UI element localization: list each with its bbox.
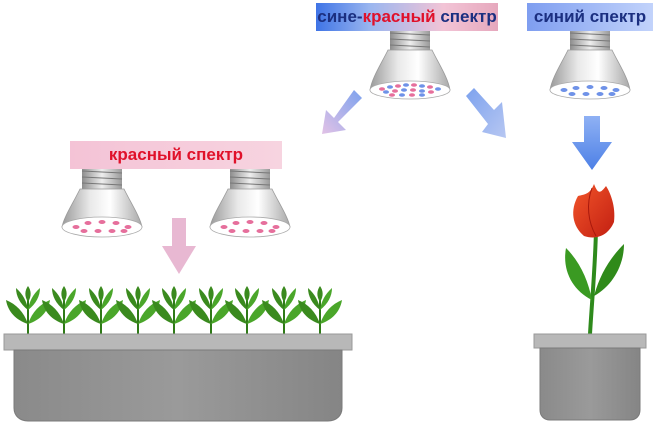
led-dots-red-1 <box>72 220 132 233</box>
planter-box <box>3 333 353 422</box>
seedling <box>262 286 306 334</box>
seedling <box>116 286 160 334</box>
bulb-red-spectrum-2 <box>209 165 291 238</box>
flower-pot <box>533 333 647 421</box>
arrow-down-right-icon <box>466 88 506 138</box>
tulip <box>565 184 624 335</box>
arrow-down-left-icon <box>322 90 362 134</box>
led-dots-blue <box>560 85 620 96</box>
seedling <box>152 286 196 334</box>
seedling <box>6 286 50 334</box>
bulb-mixed-spectrum <box>369 28 451 100</box>
blue-spectrum-label: синий спектр <box>527 3 653 31</box>
mixed-label-prefix: сине- <box>317 7 363 26</box>
mixed-label-suffix: спектр <box>435 7 497 26</box>
seedling <box>42 286 86 334</box>
seedling <box>225 286 269 334</box>
mixed-label-red-word: красный <box>362 7 436 26</box>
seedling <box>189 286 233 334</box>
red-spectrum-label: красный спектр <box>70 141 282 169</box>
blue-label-text: синий спектр <box>533 7 647 26</box>
seedlings-row <box>6 286 342 334</box>
led-dots-mixed <box>379 83 441 97</box>
seedling <box>298 286 342 334</box>
arrow-down-blue-icon <box>572 116 612 170</box>
bulb-red-spectrum-1 <box>61 165 143 238</box>
bulb-blue-spectrum <box>549 28 631 100</box>
red-label-text: красный спектр <box>108 145 244 164</box>
seedling <box>79 286 123 334</box>
led-dots-red-2 <box>220 220 280 233</box>
arrow-down-pink-icon <box>162 218 196 274</box>
mixed-spectrum-label: сине-красный спектр <box>316 3 498 31</box>
